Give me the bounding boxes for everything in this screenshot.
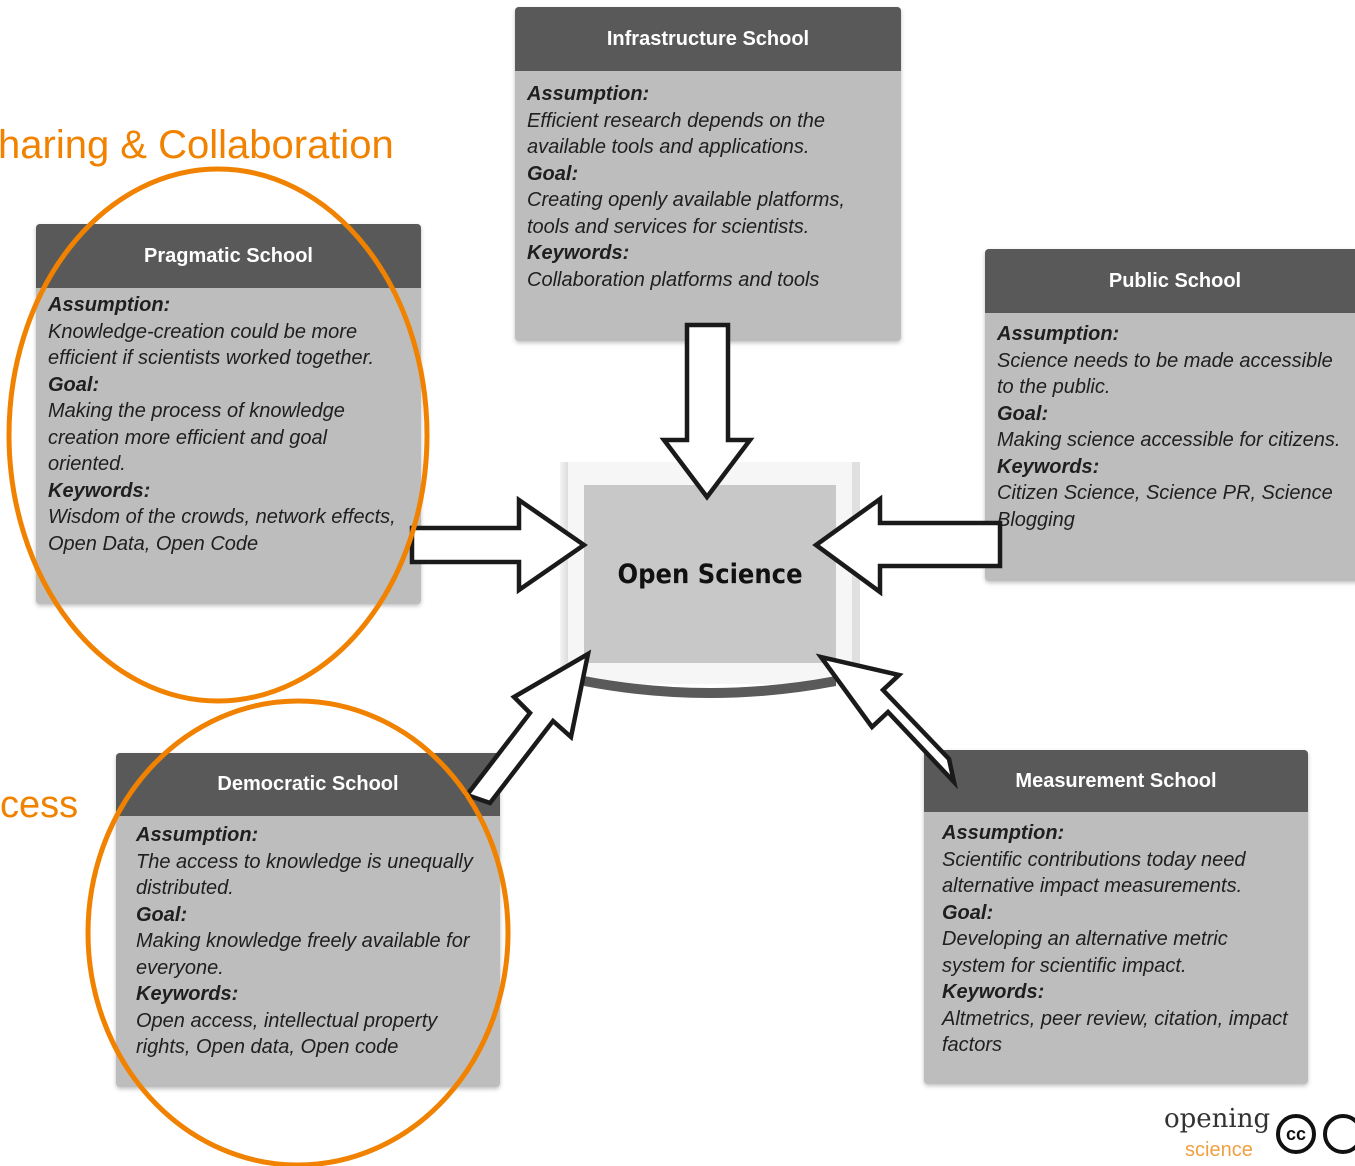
measurement-school-title: Measurement School — [924, 750, 1308, 812]
pragmatic-school-title: Pragmatic School — [36, 224, 421, 288]
goal-label: Goal: — [48, 373, 100, 396]
by-icon — [1323, 1114, 1355, 1154]
assumption-label: Assumption: — [136, 824, 259, 846]
arrow-down — [659, 322, 755, 501]
democratic-school-box: Democratic School Assumption: The access… — [116, 753, 500, 1087]
assumption-label: Assumption: — [48, 294, 171, 316]
keywords-text: Open access, intellectual property right… — [136, 1009, 438, 1059]
keywords-label: Keywords: — [997, 455, 1100, 478]
keywords-text: Collaboration platforms and tools — [527, 268, 820, 291]
assumption-text: Science needs to be made accessible to t… — [997, 349, 1333, 399]
infrastructure-school-box: Infrastructure School Assumption: Effici… — [515, 7, 901, 341]
assumption-text: Knowledge-creation could be more efficie… — [48, 320, 375, 370]
goal-text: Making science accessible for citizens. — [997, 429, 1341, 451]
arrow-right — [409, 495, 588, 595]
goal-text: Developing an alternative metric system … — [942, 928, 1228, 977]
democratic-school-title: Democratic School — [116, 753, 500, 816]
opening-science-logo: opening science cc — [1155, 1098, 1355, 1166]
open-science-card: Open Science — [584, 485, 836, 663]
keywords-label: Keywords: — [136, 983, 239, 1005]
arrow-left — [812, 494, 1003, 597]
cc-icon-text: cc — [1285, 1123, 1307, 1144]
goal-label: Goal: — [527, 162, 579, 185]
open-science-title: Open Science — [617, 558, 803, 590]
access-label: cess — [0, 784, 79, 826]
pragmatic-highlight-ellipse — [6, 166, 430, 704]
cc-icon: cc — [1276, 1114, 1316, 1154]
assumption-text: Scientific contributions today need alte… — [942, 848, 1246, 898]
sharing-collaboration-label: haring & Collaboration — [0, 123, 394, 167]
goal-label: Goal: — [942, 901, 994, 924]
logo-word-science: science — [1185, 1139, 1253, 1161]
measurement-school-box: Measurement School Assumption: Scientifi… — [924, 750, 1308, 1084]
pragmatic-school-box: Pragmatic School Assumption: Knowledge-c… — [36, 224, 421, 604]
logo-word-opening: opening — [1164, 1104, 1271, 1134]
keywords-label: Keywords: — [527, 242, 630, 264]
infrastructure-school-title: Infrastructure School — [515, 7, 901, 71]
arrow-up-right — [463, 649, 592, 806]
assumption-label: Assumption: — [942, 822, 1065, 844]
arrow-up-left — [815, 653, 958, 790]
goal-text: Making knowledge freely available for ev… — [136, 930, 470, 979]
assumption-label: Assumption: — [527, 83, 650, 105]
goal-text: Creating openly available platforms, too… — [527, 189, 845, 238]
goal-label: Goal: — [136, 903, 188, 926]
goal-text: Making the process of knowledge creation… — [48, 400, 345, 475]
keywords-label: Keywords: — [48, 479, 151, 502]
keywords-text: Wisdom of the crowds, network effects, O… — [48, 506, 396, 555]
assumption-text: Efficient research depends on the availa… — [527, 109, 825, 159]
democratic-highlight-ellipse — [85, 698, 511, 1166]
public-school-box: Public School Assumption: Science needs … — [985, 249, 1355, 581]
public-school-title: Public School — [985, 249, 1355, 313]
assumption-label: Assumption: — [997, 323, 1120, 345]
keywords-text: Altmetrics, peer review, citation, impac… — [942, 1007, 1288, 1057]
assumption-text: The access to knowledge is unequally dis… — [136, 850, 473, 900]
keywords-label: Keywords: — [942, 981, 1045, 1003]
goal-label: Goal: — [997, 402, 1049, 425]
keywords-text: Citizen Science, Science PR, Science Blo… — [997, 482, 1333, 531]
